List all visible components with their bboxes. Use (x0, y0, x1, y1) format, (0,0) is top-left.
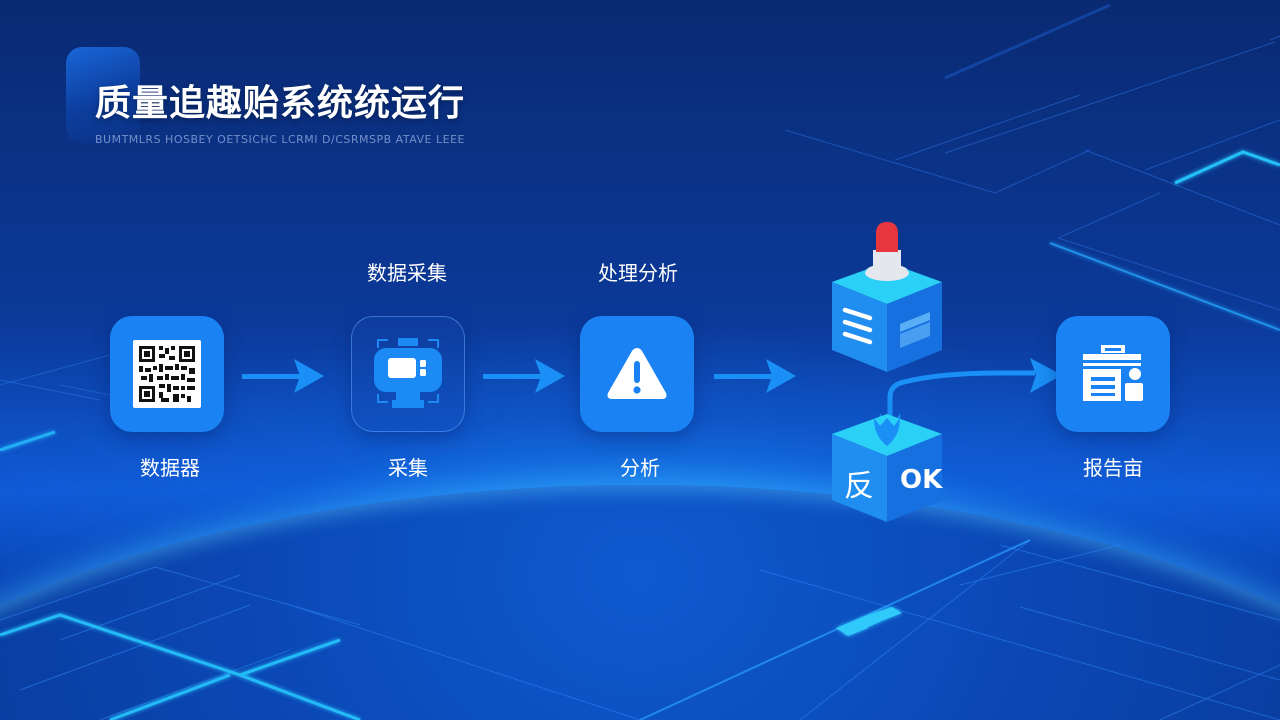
cube-right-text: OK (900, 465, 943, 495)
step-analysis-tile[interactable] (580, 316, 694, 432)
step-collection-label: 采集 (388, 456, 428, 480)
page-title: 质量追趣贻系统统运行 (95, 83, 466, 124)
warning-triangle-icon (607, 348, 667, 399)
ok-cube-icon[interactable]: 反 OK (830, 412, 950, 522)
step-collection-tile[interactable] (351, 316, 465, 432)
step-report-label: 报告亩 (1083, 456, 1143, 480)
step-collection-caption: 数据采集 (367, 261, 447, 285)
page-subtitle: BUMTMLRS HOSBEY OETSICHC LCRMI D/CSRMSPB… (95, 133, 465, 146)
flow-arrow-icon (483, 359, 565, 393)
flow-arrow-icon (242, 359, 324, 393)
flow-arrow-icon (714, 359, 796, 393)
report-briefcase-icon (1083, 345, 1143, 401)
step-analysis-caption: 处理分析 (598, 261, 678, 285)
cube-left-text: 反 (844, 469, 874, 504)
step-analysis-label: 分析 (620, 456, 660, 480)
step-report-tile[interactable] (1056, 316, 1170, 432)
planet-horizon (0, 485, 1280, 720)
step-data-source-label: 数据器 (140, 456, 200, 480)
title-accent-block (66, 47, 140, 143)
step-data-source-tile[interactable] (110, 316, 224, 432)
glow-bars-decor (836, 607, 902, 636)
qr-code-icon (133, 340, 201, 408)
camera-device-icon (374, 338, 442, 408)
bottle-cube-icon[interactable] (830, 222, 950, 372)
flow-arrow-head-icon (1005, 357, 1045, 397)
